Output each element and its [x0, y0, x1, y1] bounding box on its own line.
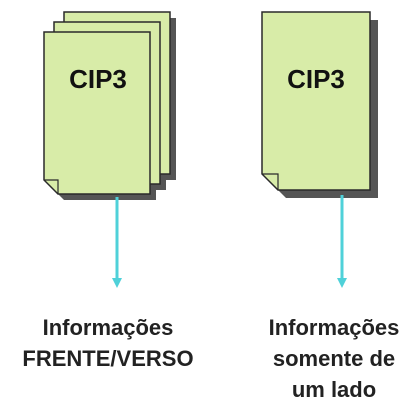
- caption-line: FRENTE/VERSO: [22, 346, 194, 371]
- stacked-documents-icon: CIP3: [43, 11, 176, 200]
- single-document-icon: CIP3: [261, 11, 378, 198]
- document-page: [261, 11, 371, 191]
- page-fold: [44, 179, 59, 194]
- caption-line: Informações: [42, 315, 174, 340]
- caption-line: Informações: [268, 315, 400, 340]
- caption-line: um lado: [291, 377, 377, 402]
- left-caption: Informações FRENTE/VERSO: [10, 312, 206, 374]
- document-page-front: [43, 31, 151, 195]
- caption-line: somente de: [272, 346, 396, 371]
- right-document-label: CIP3: [287, 64, 345, 94]
- left-document-label: CIP3: [69, 64, 127, 94]
- right-caption: Informações somente de um lado: [248, 312, 417, 405]
- page-fold: [262, 173, 279, 190]
